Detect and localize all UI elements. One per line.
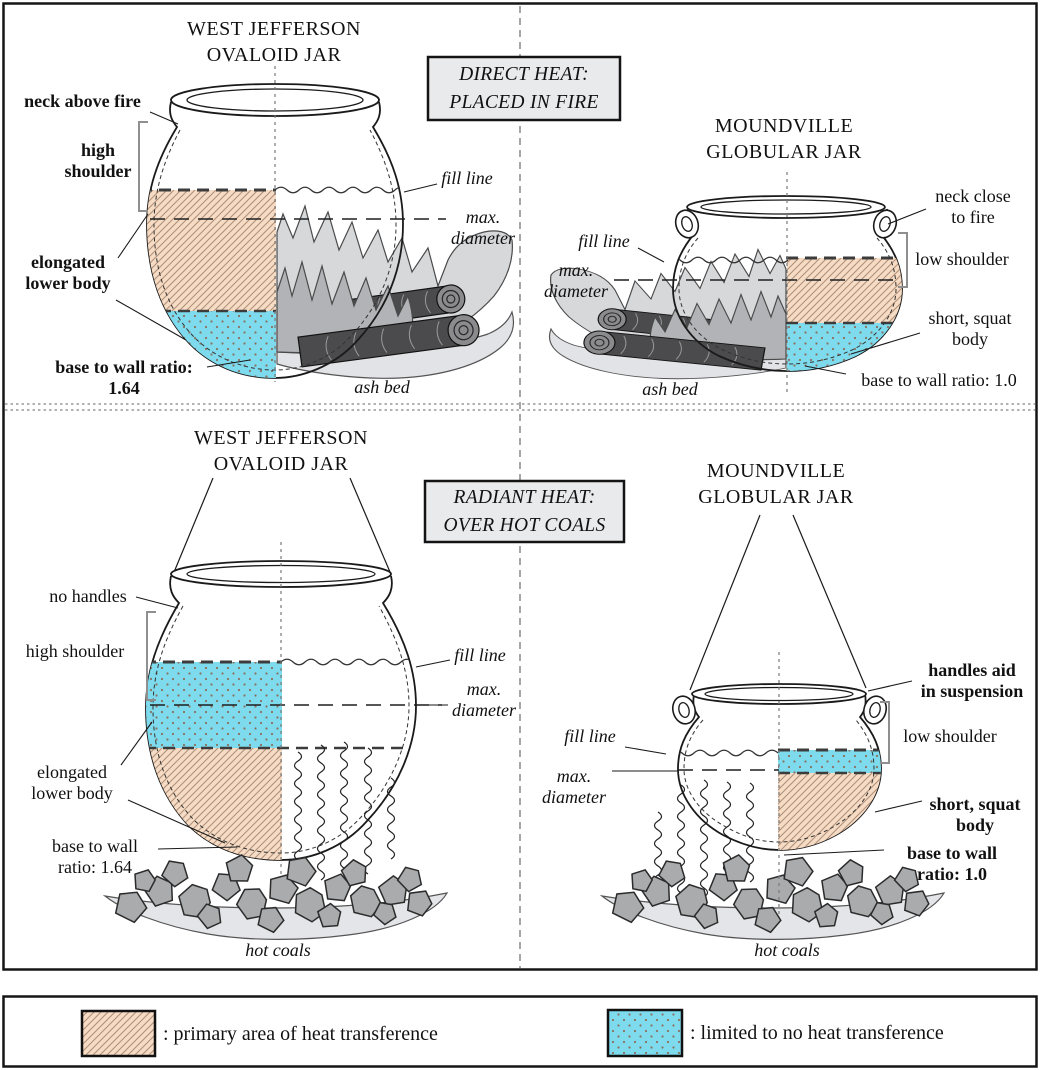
q3-fill-line-wavy — [280, 658, 414, 666]
q3-scene — [102, 477, 451, 940]
q4-body-label: short, squat body — [929, 794, 1021, 835]
legend-border — [2, 995, 1038, 1068]
direct-heat-label: DIRECT HEAT: PLACED IN FIRE — [449, 64, 599, 113]
q2-neck-label: neck close to fire — [935, 186, 1011, 227]
q3-heat-squiggles — [293, 741, 396, 887]
q4-limited-heat-area — [778, 750, 881, 773]
q1-fill-line-label: fill line — [441, 168, 493, 188]
q2-fill-line-label: fill line — [578, 231, 630, 251]
q2-left-handle — [674, 209, 700, 239]
q3-hot-coals — [102, 853, 449, 940]
log-lower — [297, 314, 480, 368]
q4-scene — [601, 514, 945, 941]
q1-max-diameter-label: max. diameter — [451, 207, 515, 248]
q3-hot-coals-label: hot coals — [245, 940, 311, 960]
q3-shoulder-bracket — [146, 611, 156, 701]
q3-handles-label: no handles — [49, 586, 127, 606]
q4-handles-label: handles aid in suspension — [920, 660, 1024, 701]
q2-ratio-label: base to wall ratio: 1.0 — [861, 370, 1017, 390]
q2-fill-line-wavy — [673, 256, 789, 264]
q3-shoulder-label: high shoulder — [25, 641, 125, 661]
q1-fill-line-wavy — [274, 186, 403, 194]
q1-neck-label: neck above fire — [24, 91, 141, 111]
q1-primary-heat-area — [147, 190, 276, 311]
q2-body-label: short, squat body — [928, 308, 1012, 349]
q4-max-diameter-label: max. diameter — [542, 766, 606, 807]
legend-limited-label: : limited to no heat transference — [690, 1022, 944, 1044]
q3-max-diameter-label: max. diameter — [452, 679, 516, 720]
q4-leader-lines — [612, 680, 923, 856]
q4-left-handle — [671, 695, 697, 725]
legend-primary-swatch — [80, 1009, 157, 1058]
main-border — [2, 2, 1038, 971]
radiant-heat-box — [423, 479, 626, 544]
q3-body-label: elongated lower body — [31, 762, 113, 803]
q4-fill-line-label: fill line — [564, 726, 616, 746]
q1-shoulder-bracket — [138, 121, 148, 212]
q4-title: MOUNDVILLE GLOBULAR JAR — [698, 460, 854, 508]
q4-hot-coals-label: hot coals — [754, 940, 820, 960]
q3-suspension-lines — [171, 477, 391, 578]
q2-ash-bed-label: ash bed — [642, 379, 698, 399]
q4-shoulder-label: low shoulder — [903, 726, 997, 746]
direct-heat-box — [426, 55, 622, 122]
q3-leader-lines — [120, 596, 451, 850]
q4-suspension-lines — [689, 514, 867, 691]
q1-title: WEST JEFFERSON OVALOID JAR — [187, 18, 361, 66]
q4-shoulder-bracket — [880, 701, 890, 764]
q3-title: WEST JEFFERSON OVALOID JAR — [194, 427, 368, 475]
q2-inner-wall — [678, 237, 897, 365]
q1-body-label: elongated lower body — [25, 252, 111, 293]
legend-primary-label: : primary area of heat transference — [163, 1023, 438, 1045]
q2-shoulder-label: low shoulder — [915, 249, 1009, 269]
q1-ash-bed-label: ash bed — [354, 377, 410, 397]
q1-leader-lines — [115, 111, 438, 368]
q1-ratio-label: base to wall ratio: 1.64 — [55, 357, 193, 398]
q2-title: MOUNDVILLE GLOBULAR JAR — [706, 115, 862, 163]
q2-max-diameter-label: max. diameter — [544, 260, 608, 301]
q2-shoulder-bracket — [898, 232, 908, 288]
q4-fill-line-wavy — [678, 749, 779, 757]
q2-primary-heat-area — [787, 258, 902, 323]
radiant-heat-label: RADIANT HEAT: OVER HOT COALS — [443, 487, 606, 536]
legend-limited-swatch — [606, 1008, 684, 1058]
q3-fill-line-label: fill line — [454, 645, 506, 665]
q2-right-handle — [872, 209, 898, 239]
q2-leader-lines — [637, 208, 927, 375]
q1-shoulder-label: high shoulder — [64, 140, 132, 181]
q3-ratio-label: base to wall ratio: 1.64 — [52, 836, 138, 877]
q4-ratio-label: base to wall ratio: 1.0 — [907, 843, 997, 884]
q4-right-handle — [862, 695, 888, 725]
